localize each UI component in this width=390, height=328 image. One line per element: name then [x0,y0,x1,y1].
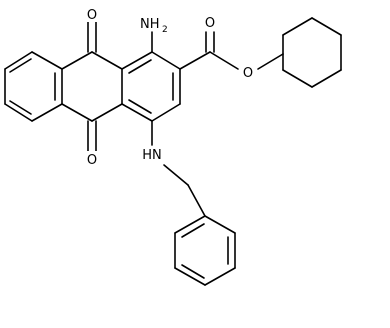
atom-label-carbonyl-o-top: O [87,8,97,23]
atom-label-ester-o-single: O [243,66,253,81]
bond-lines [4,17,342,286]
atom-label-amino: NH [140,17,160,32]
atom-label-carbonyl-o-bottom: O [87,153,97,168]
atom-labels: O O NH 2 O O HN [84,6,256,168]
atom-label-amino-subscript: 2 [162,25,168,35]
atom-label-ester-o-double: O [205,16,215,31]
atom-label-benzylamino: HN [142,148,162,163]
